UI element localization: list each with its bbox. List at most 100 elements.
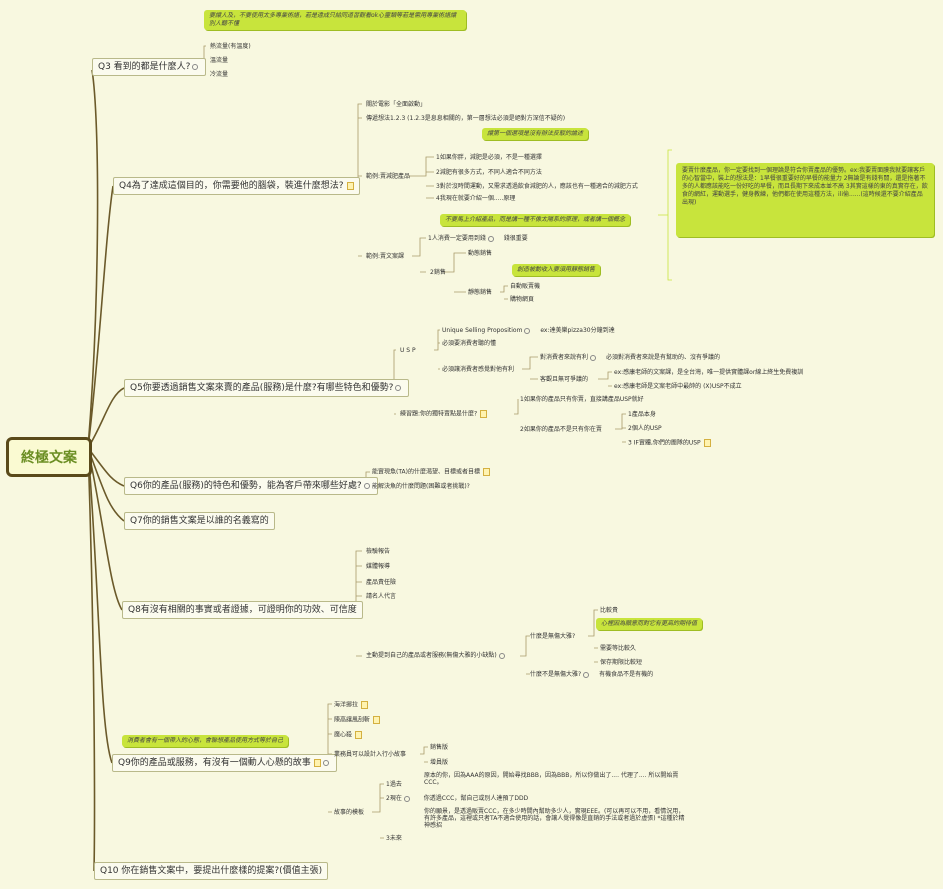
q8-harmless-question[interactable]: 什麼是無傷大雅? [530,633,576,640]
collapse-icon[interactable] [498,652,505,659]
q9-branch-node[interactable]: Q9你的產品或服務，有沒有一個動人心懸的故事 [112,754,337,772]
q4-inception-item[interactable]: 關於電影「全面啟動」 [366,101,427,108]
q5-branch-node[interactable]: Q5你要透過銷售文案來賣的產品(服務)是什麼?有哪些特色和優勢? [124,379,410,397]
q9-future[interactable]: 3未來 [386,835,402,842]
q9-story-1-label: 海洋挪拉 [334,701,359,709]
q4-shopping-page[interactable]: 購物網頁 [510,296,535,303]
q4-course-point-1[interactable]: 1人消費一定要用到錢 錢很重要 [428,235,528,242]
q9-recruit-version[interactable]: 增員版 [430,759,449,766]
q9-story-template[interactable]: 故事的模板 [334,809,365,816]
collapse-icon[interactable] [487,235,494,242]
q3-item-hot-traffic[interactable]: 熱流量(有溫度) [210,43,251,50]
q9-story-2[interactable]: 陳高讓風刮斬 [334,716,381,724]
q5-practice-own-product[interactable]: 1如果你的產品只有你賣，直接講產品USP就好 [520,396,644,403]
q5-usp-beneficial[interactable]: 必須讓消費者感覺對他有利 [442,366,515,373]
q9-story-3-label: 魔心殺 [334,731,353,739]
q8-not-harmless[interactable]: 什麼不是無傷大雅? 有機食品不是有機的 [530,671,653,678]
q3-item-warm-traffic[interactable]: 溫流量 [210,57,229,64]
q5-usp-product[interactable]: 1產品本身 [628,411,656,418]
q5-usp-team-label: 3 IF實體,你們的團隊的USP [628,439,701,447]
q8-test-report[interactable]: 檢驗報告 [366,548,391,555]
q8-longer-wait[interactable]: 需要等比較久 [600,645,637,652]
q5-beneficial-to-consumer[interactable]: 對消費者來說有利 必須對消費者來說是有幫助的、沒有爭議的 [540,354,720,361]
q9-story-3[interactable]: 魔心殺 [334,731,363,739]
q4-idea-layers-item[interactable]: 傳遞想法1.2.3 (1.2.3是息息相關的，第一層想法必須是絕對方深信不疑的) [366,115,566,122]
q6-solve-problem[interactable]: 能解決魚的什麼問題(困難或者挑戰)? [372,483,470,490]
q8-liability-insurance[interactable]: 產品責任險 [366,579,397,586]
note-icon[interactable] [703,439,711,447]
q4-example-diet-product[interactable]: 範例:賣減肥產品 [366,173,411,180]
q4-course-point-2-sales[interactable]: 2銷售 [430,269,446,276]
q5-usp-understandable[interactable]: 必須要消費者聽的懂 [442,340,497,347]
q3-item-cold-traffic[interactable]: 冷流量 [210,71,229,78]
q3-callout-note: 要讓人及，不要使用太多專業術語，若是違成只給同道習觀看ok心靈類等若是需用專業術… [204,10,466,30]
q5-example-course[interactable]: ex:感康老師的文案課，是全台灣，唯一提供實體課or線上終生免費複訓 [614,369,804,376]
q4-callout-passive-income: 創造被動收入要須用靜態銷售 [512,264,601,276]
q8-not-harmless-label: 什麼不是無傷大雅? [530,671,582,678]
note-icon[interactable] [373,716,381,724]
q9-sales-version[interactable]: 銷售版 [430,744,449,751]
q9-present[interactable]: 2現在 你透過CCC，幫自己或別人達預了DDD [386,795,528,802]
collapse-icon[interactable] [322,759,329,766]
q4-diet-step-1[interactable]: 1如果你胖，減肥是必須，不是一種選擇 [436,154,542,161]
q8-more-expensive[interactable]: 比較貴 [600,607,619,614]
note-icon[interactable] [313,758,321,767]
q4-dynamic-sales[interactable]: 動態銷售 [468,250,493,257]
q4-example-copy-course[interactable]: 範例:賣文案課 [366,253,405,260]
q9-label: Q9你的產品或服務，有沒有一個動人心懸的故事 [118,758,311,768]
q5-usp-team[interactable]: 3 IF實體,你們的團隊的USP [628,439,711,447]
q4-diet-step-3[interactable]: 3對於沒時間運動，又需求透過飲食減肥的人，應該也有一種適合的減肥方式 [436,183,638,190]
q4-label: Q4為了達成這個目的，你需要他的腦袋，裝進什麼想法? [119,181,344,191]
q3-label: Q3 看到的都是什麼人? [98,62,191,72]
note-icon[interactable] [483,468,490,476]
q5-practice[interactable]: 練習題:你的獨特賣點是什麼? [400,410,488,418]
q5-example-handsome[interactable]: ex:感康老師是文案老師中最帥的 (X)USP不成立 [614,383,742,390]
q6-branch-node[interactable]: Q6你的產品(服務)的特色和優勢，能為客戶帶來哪些好處? [124,477,378,495]
q9-story-2-label: 陳高讓風刮斬 [334,716,371,724]
note-icon[interactable] [355,731,363,739]
collapse-icon[interactable] [403,795,410,802]
q8-media-coverage[interactable]: 媒體報導 [366,563,391,570]
q10-branch-node[interactable]: Q10 你在銷售文案中，要提出什麼樣的提案?(價值主張) [94,862,329,880]
q4-diet-step-4[interactable]: 4我現在就要介紹一個.....原理 [436,195,516,202]
q3-branch-node[interactable]: Q3 看到的都是什麼人? [92,58,207,76]
q8-celebrity-endorse[interactable]: 請名人代言 [366,593,397,600]
q5-objective-undisputed[interactable]: 客觀且無可爭議的 [540,376,589,383]
note-icon[interactable] [346,181,354,190]
q4-static-sales[interactable]: 靜態銷售 [468,289,493,296]
q5-practice-label: 練習題:你的獨特賣點是什麼? [400,410,478,418]
q6-fulfill-desire[interactable]: 能實現魚(TA)的什麼渴望、目標或者目標 [372,468,490,476]
q7-branch-node[interactable]: Q7你的銷售文案是以誰的名義寫的 [124,512,275,530]
q6-fulfill-desire-label: 能實現魚(TA)的什麼渴望、目標或者目標 [372,468,480,476]
q8-mention-flaws[interactable]: 主動提到自己的產品或者服務(無傷大雅的小缺點) [366,652,507,659]
q8-callout-expectation: 心裡因為願意而對它有更高的期待值 [596,618,703,630]
collapse-icon[interactable] [590,354,597,361]
q4-vending-machine[interactable]: 自動販賣機 [510,283,541,290]
root-node[interactable]: 終極文案 [6,437,92,477]
q5-usp-definition[interactable]: Unique Selling Propositiom ex:達美樂pizza30… [442,327,615,334]
q4-branch-node[interactable]: Q4為了達成這個目的，你需要他的腦袋，裝進什麼想法? [113,177,360,195]
q6-label: Q6你的產品(服務)的特色和優勢，能為客戶帶來哪些好處? [130,481,362,491]
q9-story-1[interactable]: 海洋挪拉 [334,701,369,709]
q5-usp-personal[interactable]: 2個人的USP [628,425,662,432]
q8-shorter-shelf-life[interactable]: 保存期限比較短 [600,659,643,666]
collapse-icon[interactable] [524,327,531,334]
q5-beneficial-label: 對消費者來說有利 [540,354,589,361]
note-icon[interactable] [361,701,369,709]
q4-side-note: 要賣什麼產品，你一定要找到一個理論是符合你賣產品的優勢。ex:我要賣面膜我就要讓… [676,163,934,237]
collapse-icon[interactable] [192,63,199,70]
q8-branch-node[interactable]: Q8有沒有相關的事實或者證據，可證明你的功效、可信度 [122,601,363,619]
collapse-icon[interactable] [583,671,590,678]
collapse-icon[interactable] [395,384,402,391]
collapse-icon[interactable] [363,482,370,489]
q5-practice-shared-product[interactable]: 2如果你的產品不是只有你在賣 [520,426,602,433]
q9-past-detail[interactable]: 原本的你，因為AAA的原因，開始尋找BBB，因為BBB，所以你做出了.... 代… [424,772,679,786]
q4-diet-step-2[interactable]: 2減肥有很多方式，不同人適合不同方法 [436,169,542,176]
q4-callout-first-idea: 讓第一個選項是沒有辦法反駁的論述 [482,128,589,140]
q5-usp-node[interactable]: U S P [400,347,416,354]
q9-sales-story[interactable]: 業務員可以設計入行小故事 [334,751,407,758]
q4-callout-concept-first: 不要馬上介紹產品，而是講一種不像太陽系的原理，或者講一個概念 [440,214,631,226]
note-icon[interactable] [480,410,488,418]
q9-future-detail[interactable]: 你的願景，是透過販賣CCC，在多少時間內幫助多少人，實現EEE。(可以再可以不用… [424,808,685,829]
q9-past[interactable]: 1過去 [386,781,402,788]
